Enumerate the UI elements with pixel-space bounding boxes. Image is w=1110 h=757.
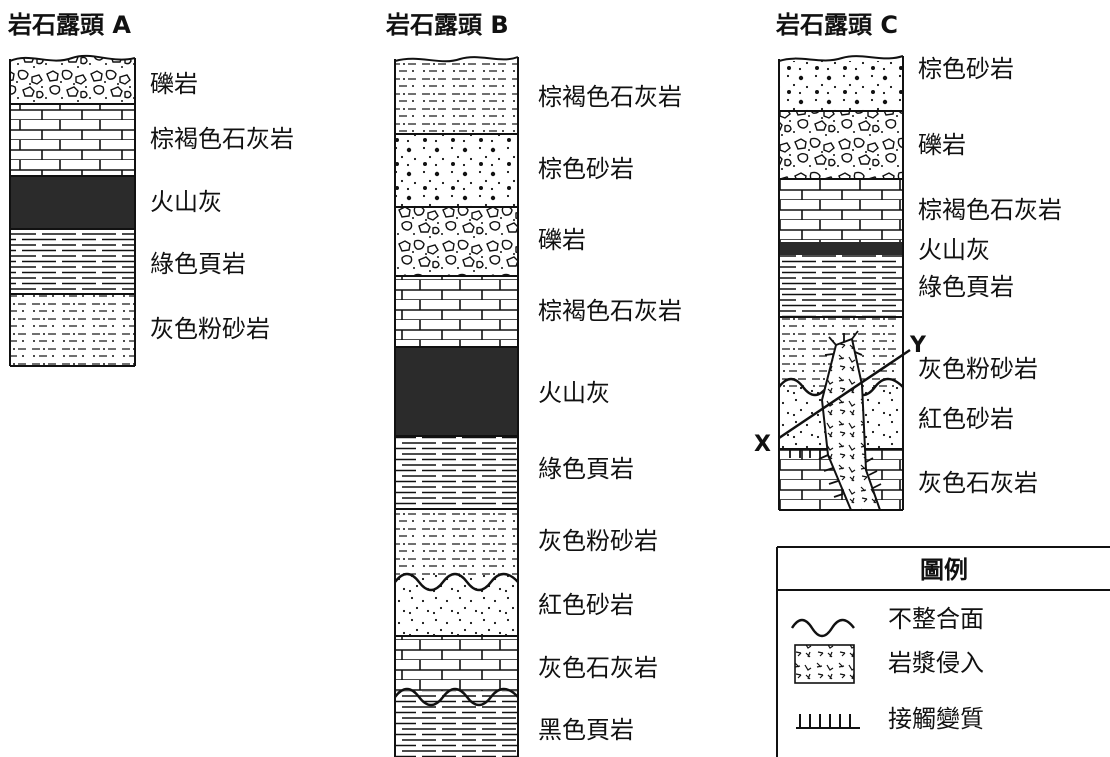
layer-b-limestone (395, 276, 518, 347)
fault-line (778, 348, 911, 440)
layer-c-ash (779, 242, 903, 255)
layer-b-grey-limestone (395, 636, 518, 691)
layer-b-red-sandstone (395, 575, 518, 636)
legend-label-unconformity: 不整合面 (888, 605, 984, 633)
label-b-black-shale: 黑色頁岩 (538, 716, 634, 744)
label-b-grey-limestone: 灰色石灰岩 (538, 654, 658, 682)
legend-title: 圖例 (920, 556, 968, 584)
layer-b-top-texture (395, 61, 518, 134)
layer-b-ash (395, 347, 518, 436)
layer-c-conglomerate (779, 111, 903, 179)
layer-b-black-shale (395, 691, 518, 757)
outcrop-a-title: 岩石露頭 A (7, 11, 131, 39)
layer-a-conglomerate (10, 61, 135, 104)
outcrop-b-borders (394, 57, 519, 757)
layer-b-siltstone (395, 509, 518, 575)
layer-b-top-line (394, 56, 519, 63)
layer-b-shale (395, 436, 518, 509)
label-c-brown-sandstone: 棕色砂岩 (918, 55, 1014, 83)
unconformity-icon (790, 618, 855, 638)
label-c-red-sandstone: 紅色砂岩 (918, 405, 1014, 433)
label-c-ash: 火山灰 (918, 236, 990, 264)
layer-a-shale (10, 229, 135, 294)
label-b-brown-sandstone: 棕色砂岩 (538, 155, 634, 183)
outcrop-c-title: 岩石露頭 C (775, 11, 898, 39)
label-b-limestone-top: 棕褐色石灰岩 (538, 83, 682, 111)
layer-a-siltstone (10, 294, 135, 366)
outcrop-a-borders (9, 58, 136, 367)
label-b-limestone: 棕褐色石灰岩 (538, 297, 682, 325)
label-c-conglomerate: 礫岩 (918, 131, 966, 159)
label-b-siltstone: 灰色粉砂岩 (538, 527, 658, 555)
label-b-red-sandstone: 紅色砂岩 (538, 591, 634, 619)
layer-a-top-line (9, 54, 136, 62)
label-a-shale: 綠色頁岩 (150, 250, 246, 278)
contact-metamorphism-marks (789, 330, 882, 498)
fault-label-y: Y (909, 333, 927, 358)
label-b-shale: 綠色頁岩 (538, 455, 634, 483)
igneous-intrusion-icon (794, 644, 855, 684)
legend-label-intrusion: 岩漿侵入 (888, 649, 984, 677)
layer-c-shale (779, 255, 903, 317)
outcrop-a: 岩石露頭 A 礫岩 棕褐色石灰岩 火山灰 綠色頁岩 灰色粉砂岩 (7, 11, 294, 367)
label-a-limestone: 棕褐色石灰岩 (150, 125, 294, 153)
igneous-intrusion (820, 337, 882, 511)
label-a-siltstone: 灰色粉砂岩 (150, 315, 270, 343)
outcrop-c-borders (778, 56, 904, 511)
layer-b-conglomerate (395, 207, 518, 276)
unconformity-b-lower (394, 687, 519, 707)
fault-label-x: X (754, 432, 771, 457)
label-a-conglomerate: 礫岩 (150, 70, 198, 98)
layer-a-limestone (10, 104, 135, 176)
legend: 圖例 不整合面 岩漿侵入 接觸變質 (776, 546, 1110, 757)
layer-c-brown-sandstone (779, 61, 903, 111)
contact-metamorphism-icon (796, 714, 860, 729)
legend-label-metamorphism: 接觸變質 (888, 705, 984, 733)
label-a-ash: 火山灰 (150, 188, 222, 216)
layer-b-brown-sandstone (395, 134, 518, 207)
outcrop-c: 岩石露頭 C X Y (754, 11, 1062, 511)
label-c-grey-limestone: 灰色石灰岩 (918, 469, 1038, 497)
label-c-limestone: 棕褐色石灰岩 (918, 196, 1062, 224)
layer-c-limestone (779, 179, 903, 242)
unconformity-b-upper (394, 572, 519, 592)
outcrop-b: 岩石露頭 B 棕褐色石灰岩 棕色砂岩 礫岩 棕褐色石灰岩 火山灰 綠色頁岩 灰色… (385, 11, 682, 757)
label-b-ash: 火山灰 (538, 379, 610, 407)
label-c-shale: 綠色頁岩 (918, 273, 1014, 301)
label-c-siltstone: 灰色粉砂岩 (918, 355, 1038, 383)
layer-a-ash (10, 176, 135, 229)
layer-c-top-line (778, 55, 904, 62)
label-b-conglomerate: 礫岩 (538, 226, 586, 254)
outcrop-b-title: 岩石露頭 B (385, 11, 509, 39)
